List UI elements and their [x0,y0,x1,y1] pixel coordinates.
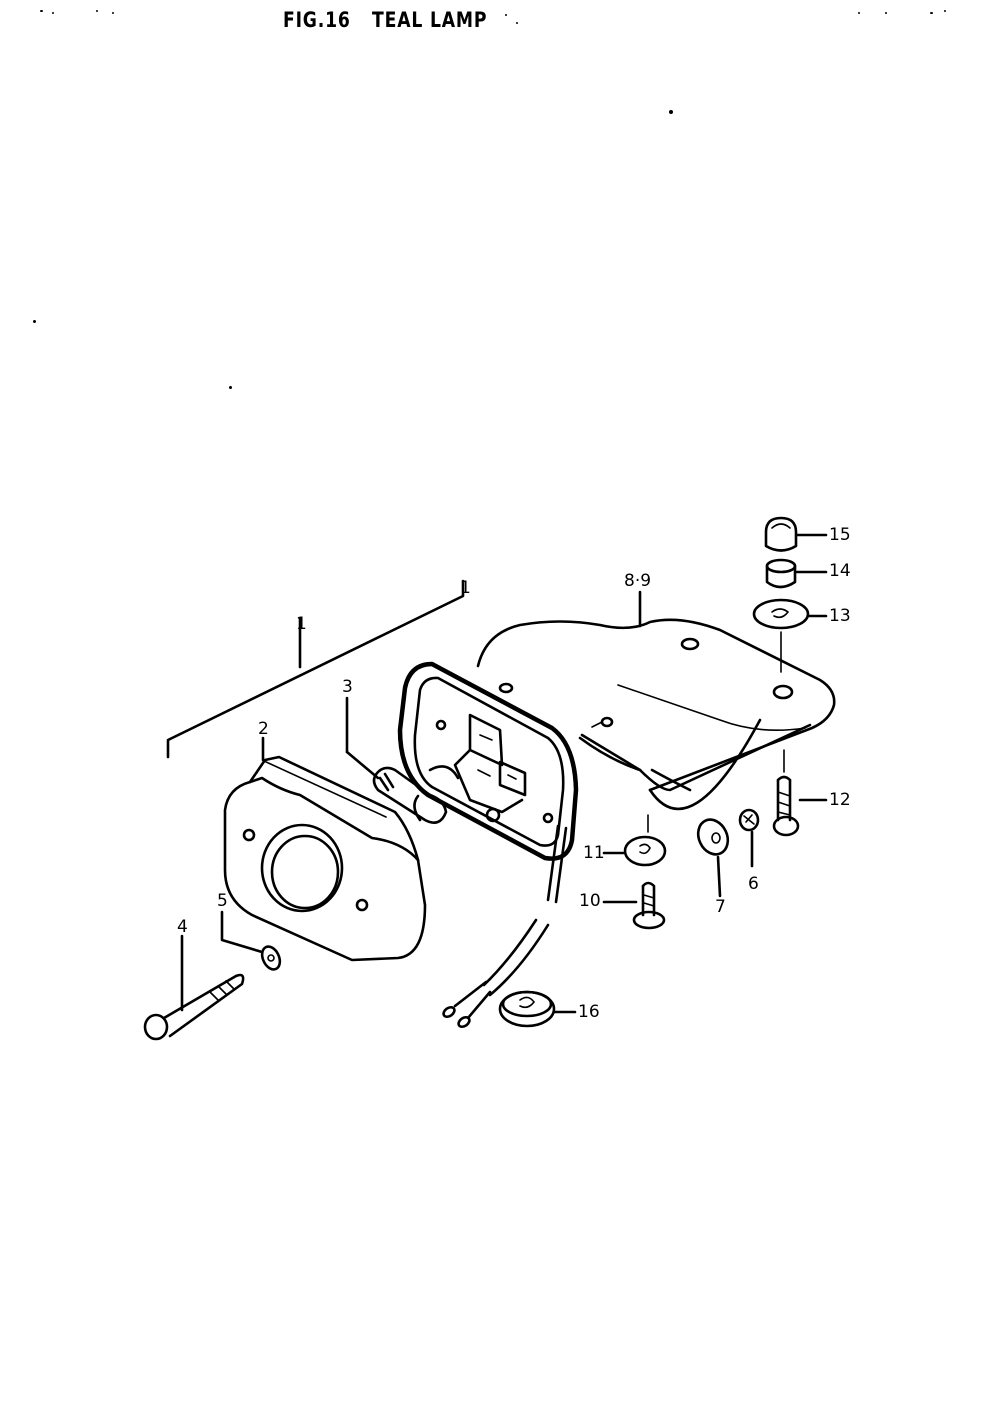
callout-part-4: 4 [177,917,188,937]
callout-part-1: 1 [460,578,471,598]
scan-speck [112,12,114,14]
callout-part-11: 11 [583,843,605,863]
callout-part-12: 12 [829,790,851,810]
scan-speck [505,14,507,16]
part-11-washer [602,814,667,867]
scan-speck [33,320,36,323]
callout-part-16: 16 [578,1002,600,1022]
part-16-grommet [498,990,577,1028]
scan-speck [52,12,54,14]
callout-part-10: 10 [579,891,601,911]
scan-speck [516,22,518,24]
figure-name: TEAL LAMP [372,8,488,32]
callout-part-14: 14 [829,561,851,581]
part-4-bolt [143,934,245,1041]
callout-part-2: 2 [258,719,269,739]
callout-part-7: 7 [715,897,726,917]
scan-speck [669,110,673,114]
part-6-nut [738,808,760,868]
callout-part-8-9: 8·9 [624,571,652,591]
part-2-lens-cover [223,755,427,962]
scan-speck [858,12,860,14]
part-3-bulb [372,766,448,824]
scan-speck [229,386,232,389]
part-15-cap-nut [764,516,828,552]
part-12-screw [772,749,828,837]
scan-speck [40,10,43,12]
callout-part-13: 13 [829,606,851,626]
callout-part-5: 5 [217,891,228,911]
part-10-screw [602,881,666,930]
scan-speck [885,12,887,14]
callout-part-3: 3 [342,677,353,697]
part-14-collar [765,558,828,589]
callout-part-6: 6 [748,874,759,894]
part-8-9-mounting-bracket [476,618,836,811]
scan-speck [930,12,933,14]
part-7-washer [696,818,730,898]
part-5-washer [220,910,282,971]
callout-part-15: 15 [829,525,851,545]
lamp-housing-base [397,661,579,861]
callout-part-1-alt: 1 [296,614,307,634]
scan-speck [944,10,946,12]
part-13-washer [752,598,828,673]
scan-speck [96,10,98,12]
wire-harness [442,824,568,1029]
figure-title: FIG.16 TEAL LAMP [283,8,487,32]
figure-number: FIG.16 [283,8,351,32]
leader-part-3-elbow [345,750,380,780]
assembly-bracket [166,579,465,759]
